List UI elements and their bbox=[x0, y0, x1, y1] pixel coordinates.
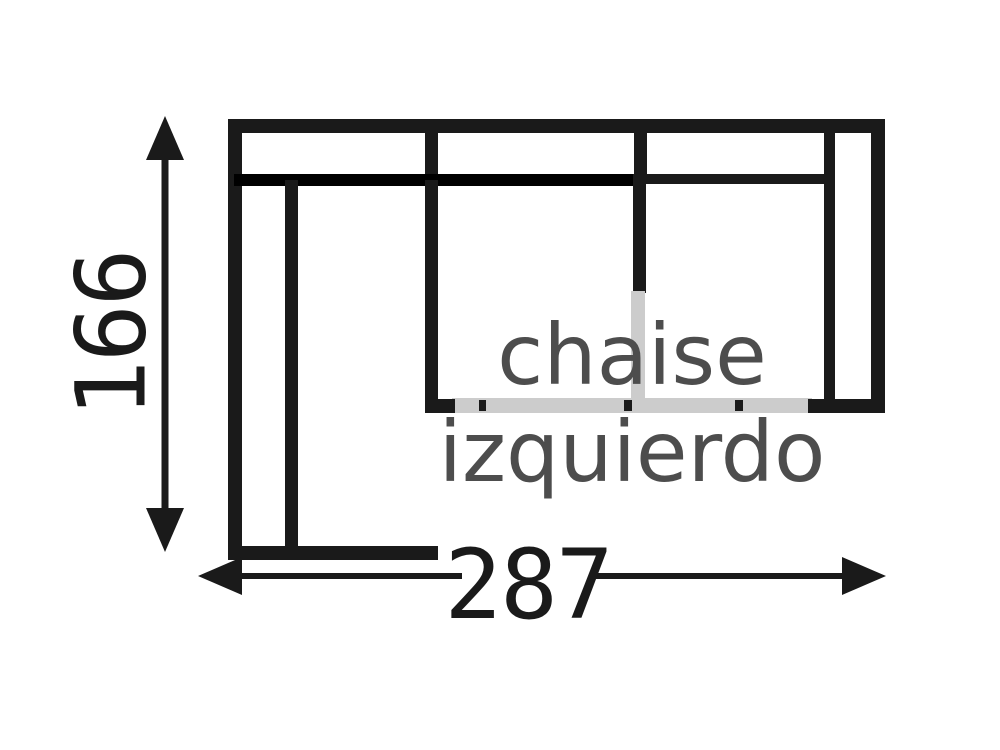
seat-front-left-stub bbox=[425, 399, 455, 413]
annotation-group: chaise izquierdo bbox=[439, 306, 826, 501]
band-tick-center bbox=[624, 400, 632, 411]
highlight-vertical-stub bbox=[631, 291, 645, 411]
center-seat-divider bbox=[633, 180, 646, 293]
chaise-seat-boundary bbox=[425, 180, 438, 412]
seat-dividers-group bbox=[285, 180, 646, 552]
seat-front-right-stub bbox=[808, 399, 836, 413]
annotation-line-1: chaise bbox=[497, 306, 767, 404]
sofa-outline-group bbox=[228, 119, 885, 560]
backrest-divider-1 bbox=[425, 119, 438, 181]
right-arm-bottom-cap bbox=[824, 399, 885, 413]
band-tick-right bbox=[735, 400, 743, 411]
annotation-line-2: izquierdo bbox=[439, 403, 826, 501]
arrow-down-icon bbox=[146, 508, 184, 552]
vertical-dimension-group: 166 bbox=[55, 116, 184, 552]
horizontal-dimension-group: 287 bbox=[198, 529, 886, 641]
highlight-band-group bbox=[425, 291, 836, 413]
backrest-top-rail bbox=[228, 119, 885, 133]
right-arm-inner-edge bbox=[824, 127, 835, 408]
arrow-right-icon bbox=[842, 557, 886, 595]
arrow-left-icon bbox=[198, 557, 242, 595]
chaise-inner-divider bbox=[285, 180, 298, 552]
backrest-divider-2 bbox=[634, 119, 647, 181]
chaise-left-edge bbox=[228, 119, 242, 560]
backrest-divider-3 bbox=[824, 119, 835, 181]
band-tick-left bbox=[479, 400, 486, 411]
seat-separator-group bbox=[234, 174, 835, 186]
backrest-dividers-group bbox=[425, 119, 835, 181]
seat-separator-light bbox=[633, 174, 835, 184]
horizontal-dimension-label: 287 bbox=[444, 529, 611, 641]
horizontal-label-backdrop bbox=[462, 556, 594, 596]
chaise-bottom-edge bbox=[228, 546, 438, 560]
arrow-up-icon bbox=[146, 116, 184, 160]
vertical-dimension-label: 166 bbox=[55, 250, 167, 417]
right-arm-outer-edge bbox=[871, 119, 885, 413]
